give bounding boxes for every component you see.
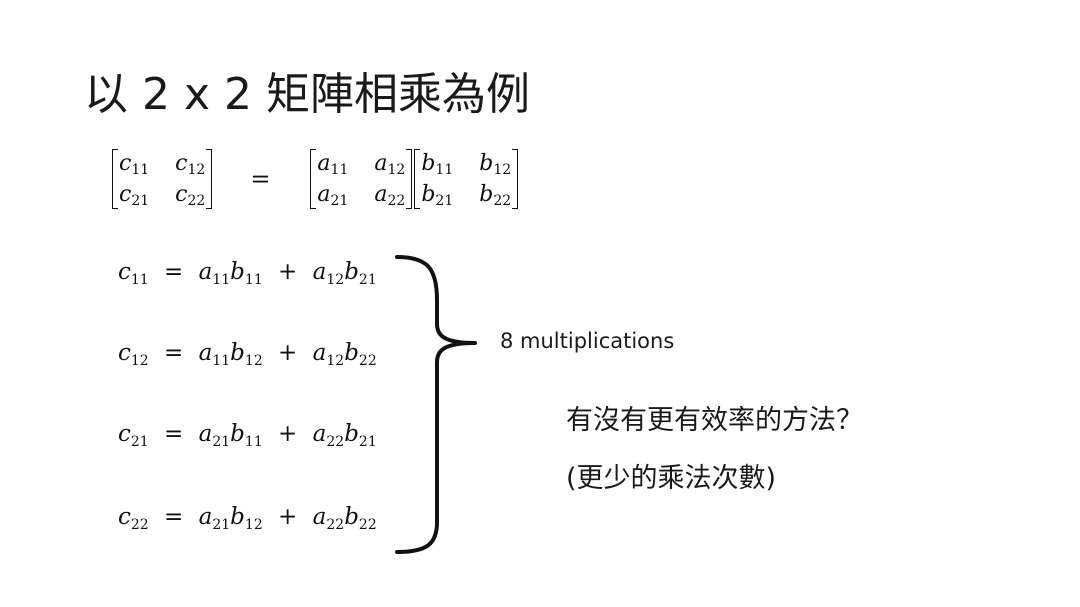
matrix-a-21: a21: [317, 182, 349, 209]
matrix-equals-sign: =: [250, 165, 271, 193]
matrix-c-22: c22: [175, 182, 206, 209]
equation-c12: c12 = a11b12 + a12b22: [118, 340, 377, 369]
matrix-b-21: b21: [421, 182, 454, 209]
matrix-a-12: a12: [374, 151, 406, 178]
matrix-b-11: b11: [421, 151, 454, 178]
matrix-equation: c11 c12 c21 c22 = a11 a12 a21 a22 b11 b1…: [112, 146, 519, 212]
matrix-c-11: c11: [119, 151, 150, 178]
slide-title: 以 2 x 2 矩陣相乘為例: [84, 69, 530, 120]
fewer-multiplications-note: (更少的乘法次數): [566, 463, 777, 494]
matrix-c: c11 c12 c21 c22: [112, 147, 213, 211]
matrix-c-12: c12: [175, 151, 206, 178]
curly-brace-icon: [395, 255, 477, 554]
matrix-a-22: a22: [374, 182, 406, 209]
equation-c11: c11 = a11b11 + a12b21: [118, 259, 377, 288]
matrix-b: b11 b12 b21 b22: [414, 147, 519, 211]
matrix-a-11: a11: [317, 151, 349, 178]
matrix-c-21: c21: [119, 182, 150, 209]
equation-c21: c21 = a21b11 + a22b21: [118, 421, 377, 450]
matrix-b-12: b12: [479, 151, 512, 178]
equation-c22: c22 = a21b12 + a22b22: [118, 504, 377, 533]
matrix-b-22: b22: [479, 182, 512, 209]
matrix-a: a11 a12 a21 a22: [310, 147, 413, 211]
efficiency-question: 有沒有更有效率的方法？: [566, 405, 863, 436]
multiplications-label: 8 multiplications: [500, 329, 675, 353]
